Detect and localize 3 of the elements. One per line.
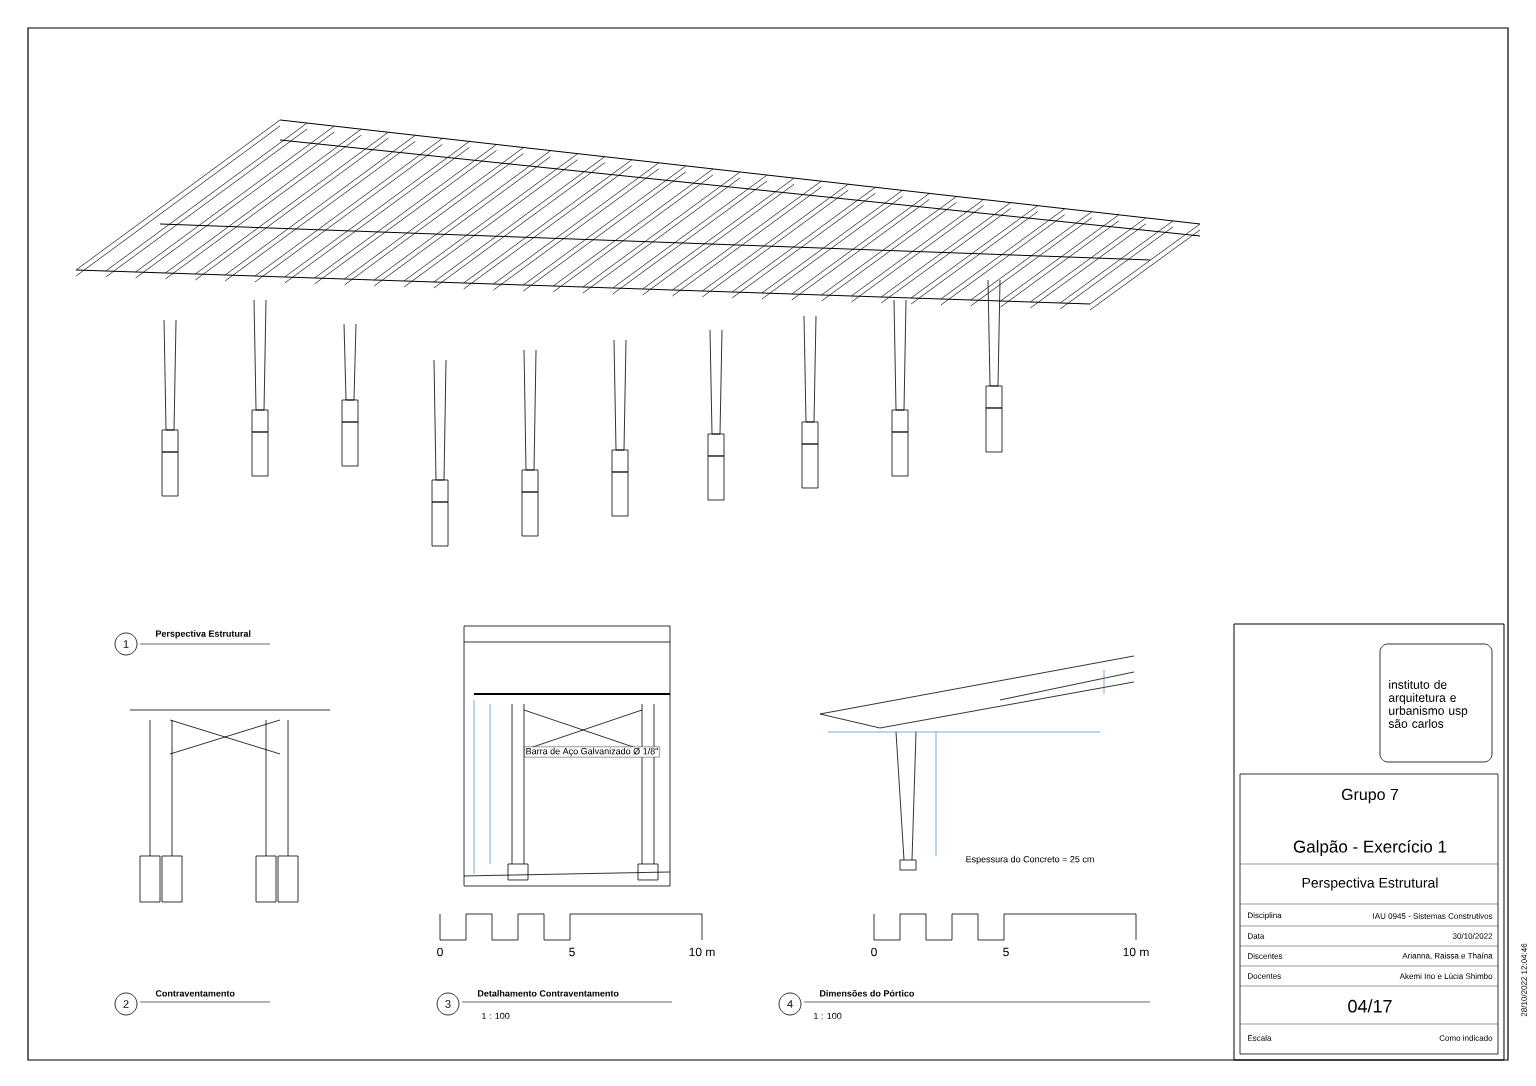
sheet-number: 04/17 [1348,999,1392,1013]
group-title: Grupo 7 [1341,788,1399,804]
sheet-title: Galpão - Exercício 1 [1293,839,1447,856]
